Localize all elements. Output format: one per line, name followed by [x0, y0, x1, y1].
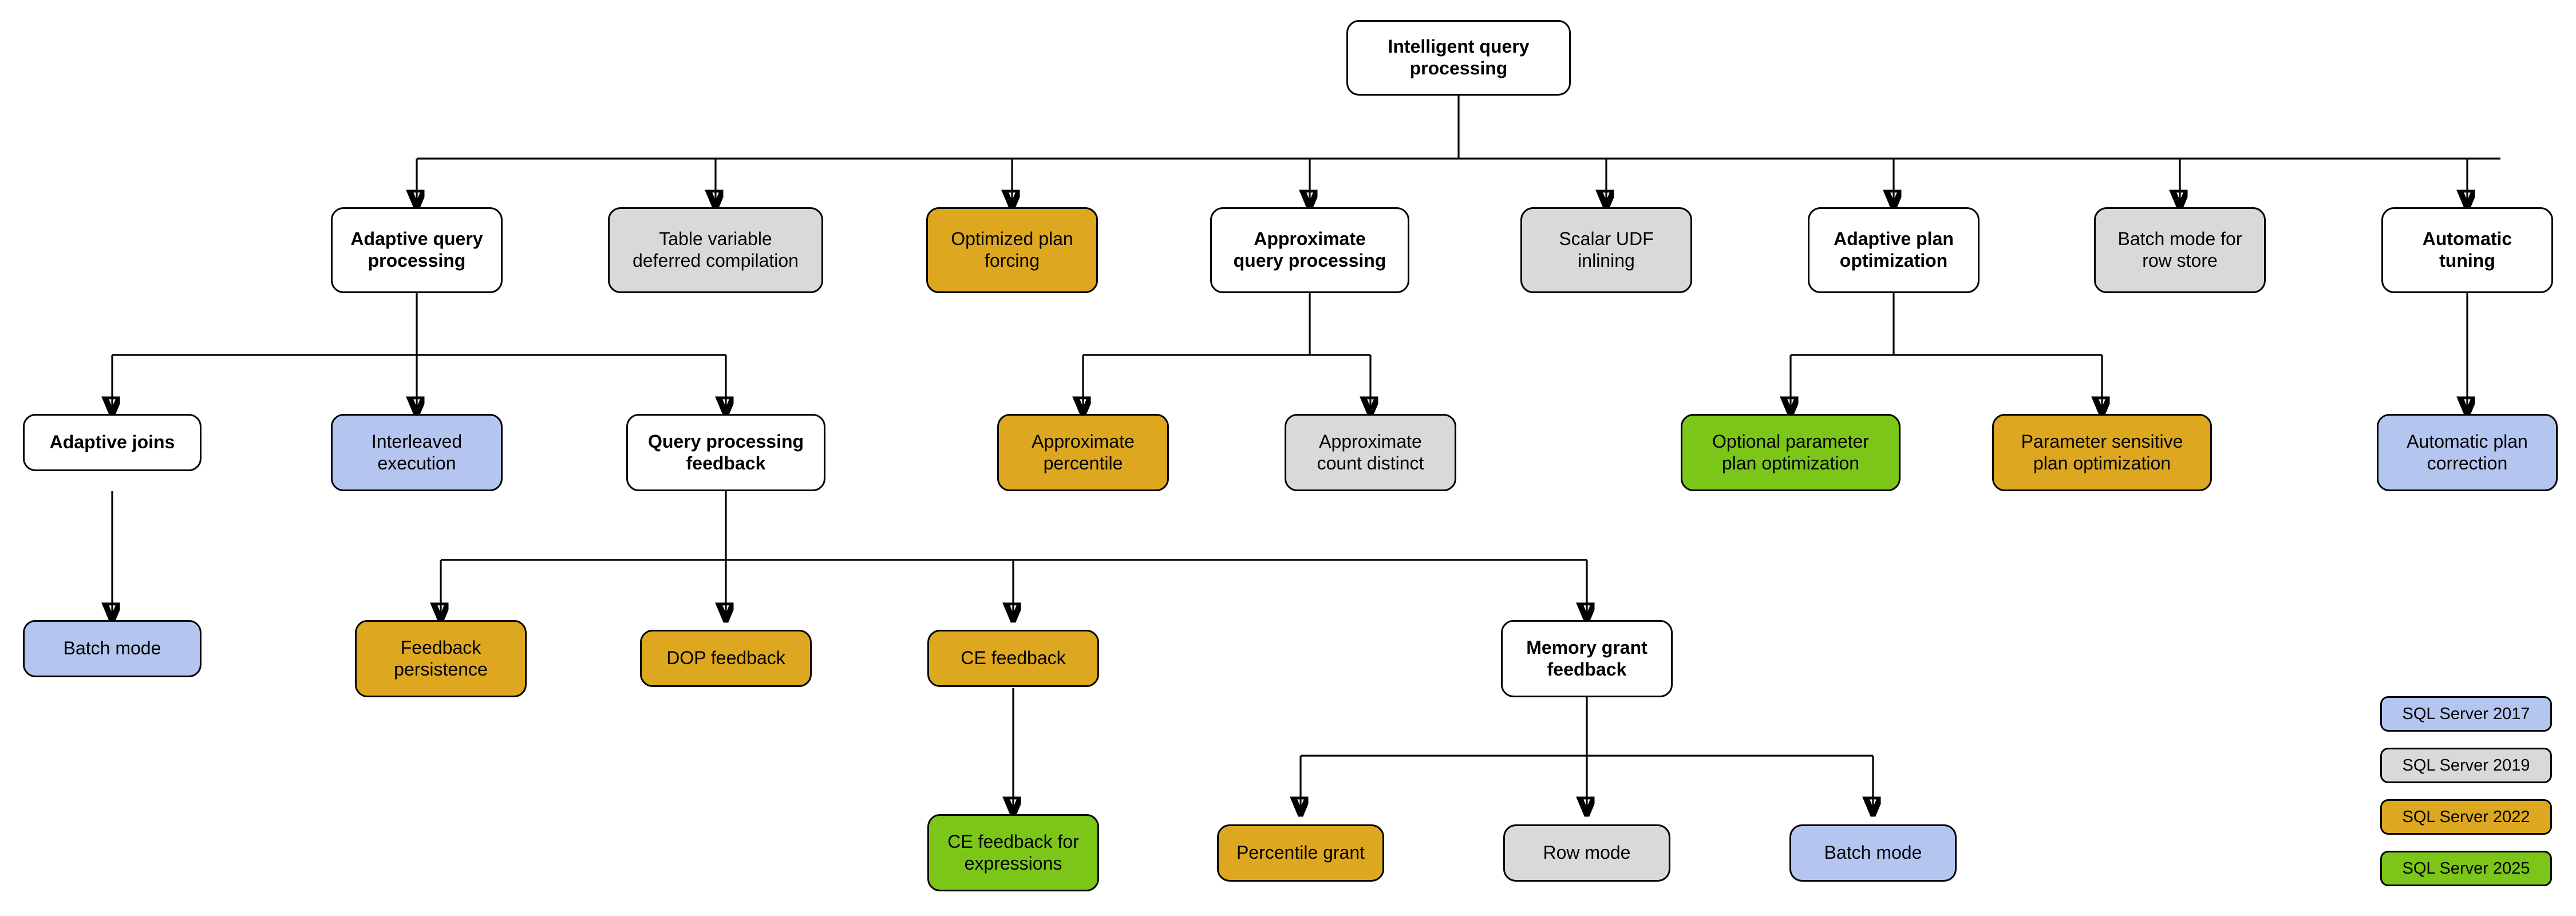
node-automatic-plan-correction[interactable]: Automatic plan correction [2377, 414, 2558, 491]
node-label: Approximate query processing [1233, 228, 1386, 271]
legend-item-sql-server-2019[interactable]: SQL Server 2019 [2380, 748, 2552, 783]
node-ce-feedback[interactable]: CE feedback [927, 630, 1099, 687]
node-label: Automatic tuning [2422, 228, 2512, 271]
node-ce-feedback-for-expressions[interactable]: CE feedback for expressions [927, 814, 1099, 891]
node-label: Adaptive joins [49, 432, 175, 453]
edge-group-adaptive-plan-optimization [1791, 293, 2102, 414]
node-optimized-plan-forcing[interactable]: Optimized plan forcing [926, 207, 1098, 293]
legend-item-label: SQL Server 2019 [2402, 756, 2530, 775]
node-label: DOP feedback [666, 647, 785, 669]
node-label: CE feedback [961, 647, 1066, 669]
legend-item-sql-server-2022[interactable]: SQL Server 2022 [2380, 799, 2552, 835]
node-label: Adaptive plan optimization [1834, 228, 1954, 271]
node-adaptive-plan-optimization[interactable]: Adaptive plan optimization [1808, 207, 1980, 293]
legend-item-label: SQL Server 2017 [2402, 704, 2530, 723]
node-label: Table variable deferred compilation [633, 228, 799, 271]
node-row-mode[interactable]: Row mode [1503, 824, 1670, 882]
node-label: Memory grant feedback [1526, 637, 1647, 680]
node-label: Optional parameter plan optimization [1712, 431, 1869, 473]
node-label: Parameter sensitive plan optimization [2021, 431, 2183, 473]
node-percentile-grant[interactable]: Percentile grant [1217, 824, 1384, 882]
node-scalar-udf-inlining[interactable]: Scalar UDF inlining [1520, 207, 1692, 293]
node-label: CE feedback for expressions [947, 831, 1079, 874]
edge-group-approximate-query-processing [1083, 293, 1370, 414]
node-interleaved-execution[interactable]: Interleaved execution [331, 414, 503, 491]
node-label: Row mode [1543, 842, 1631, 863]
node-label: Feedback persistence [394, 637, 488, 680]
edge-group-query-processing-feedback [441, 491, 1587, 620]
node-label: Percentile grant [1236, 842, 1365, 863]
node-approximate-query-processing[interactable]: Approximate query processing [1210, 207, 1409, 293]
node-label: Query processing feedback [647, 431, 804, 473]
legend-item-label: SQL Server 2025 [2402, 859, 2530, 878]
node-approximate-percentile[interactable]: Approximate percentile [997, 414, 1169, 491]
legend-item-label: SQL Server 2022 [2402, 807, 2530, 826]
edge-group-root [417, 96, 2500, 207]
node-table-variable-deferred-compilation[interactable]: Table variable deferred compilation [608, 207, 823, 293]
node-intelligent-query-processing[interactable]: Intelligent query processing [1346, 20, 1571, 96]
node-feedback-persistence[interactable]: Feedback persistence [355, 620, 527, 697]
node-batch-mode-for-row-store[interactable]: Batch mode for row store [2094, 207, 2266, 293]
node-label: Automatic plan correction [2407, 431, 2528, 473]
node-label: Batch mode for row store [2117, 228, 2242, 271]
node-approximate-count-distinct[interactable]: Approximate count distinct [1285, 414, 1456, 491]
node-label: Interleaved execution [371, 431, 463, 473]
node-label: Batch mode [1824, 842, 1922, 863]
legend-item-sql-server-2025[interactable]: SQL Server 2025 [2380, 851, 2552, 886]
node-memory-grant-feedback[interactable]: Memory grant feedback [1501, 620, 1673, 697]
edge-group-memory-grant-feedback [1301, 688, 1873, 814]
node-parameter-sensitive-plan-optimization[interactable]: Parameter sensitive plan optimization [1992, 414, 2212, 491]
node-label: Adaptive query processing [350, 228, 483, 271]
node-optional-parameter-plan-optimization[interactable]: Optional parameter plan optimization [1681, 414, 1901, 491]
node-batch-mode-memory-grant[interactable]: Batch mode [1789, 824, 1957, 882]
node-query-processing-feedback[interactable]: Query processing feedback [626, 414, 825, 491]
node-label: Optimized plan forcing [951, 228, 1073, 271]
node-label: Approximate percentile [1032, 431, 1135, 473]
node-label: Approximate count distinct [1317, 431, 1424, 473]
node-dop-feedback[interactable]: DOP feedback [640, 630, 812, 687]
edge-group-adaptive-query-processing [112, 293, 726, 414]
legend-item-sql-server-2017[interactable]: SQL Server 2017 [2380, 696, 2552, 732]
node-label: Scalar UDF inlining [1559, 228, 1654, 271]
node-adaptive-joins[interactable]: Adaptive joins [23, 414, 202, 471]
node-batch-mode-adaptive-joins[interactable]: Batch mode [23, 620, 202, 677]
node-label: Intelligent query processing [1388, 36, 1530, 78]
node-adaptive-query-processing[interactable]: Adaptive query processing [331, 207, 503, 293]
node-automatic-tuning[interactable]: Automatic tuning [2381, 207, 2553, 293]
node-label: Batch mode [63, 638, 161, 659]
